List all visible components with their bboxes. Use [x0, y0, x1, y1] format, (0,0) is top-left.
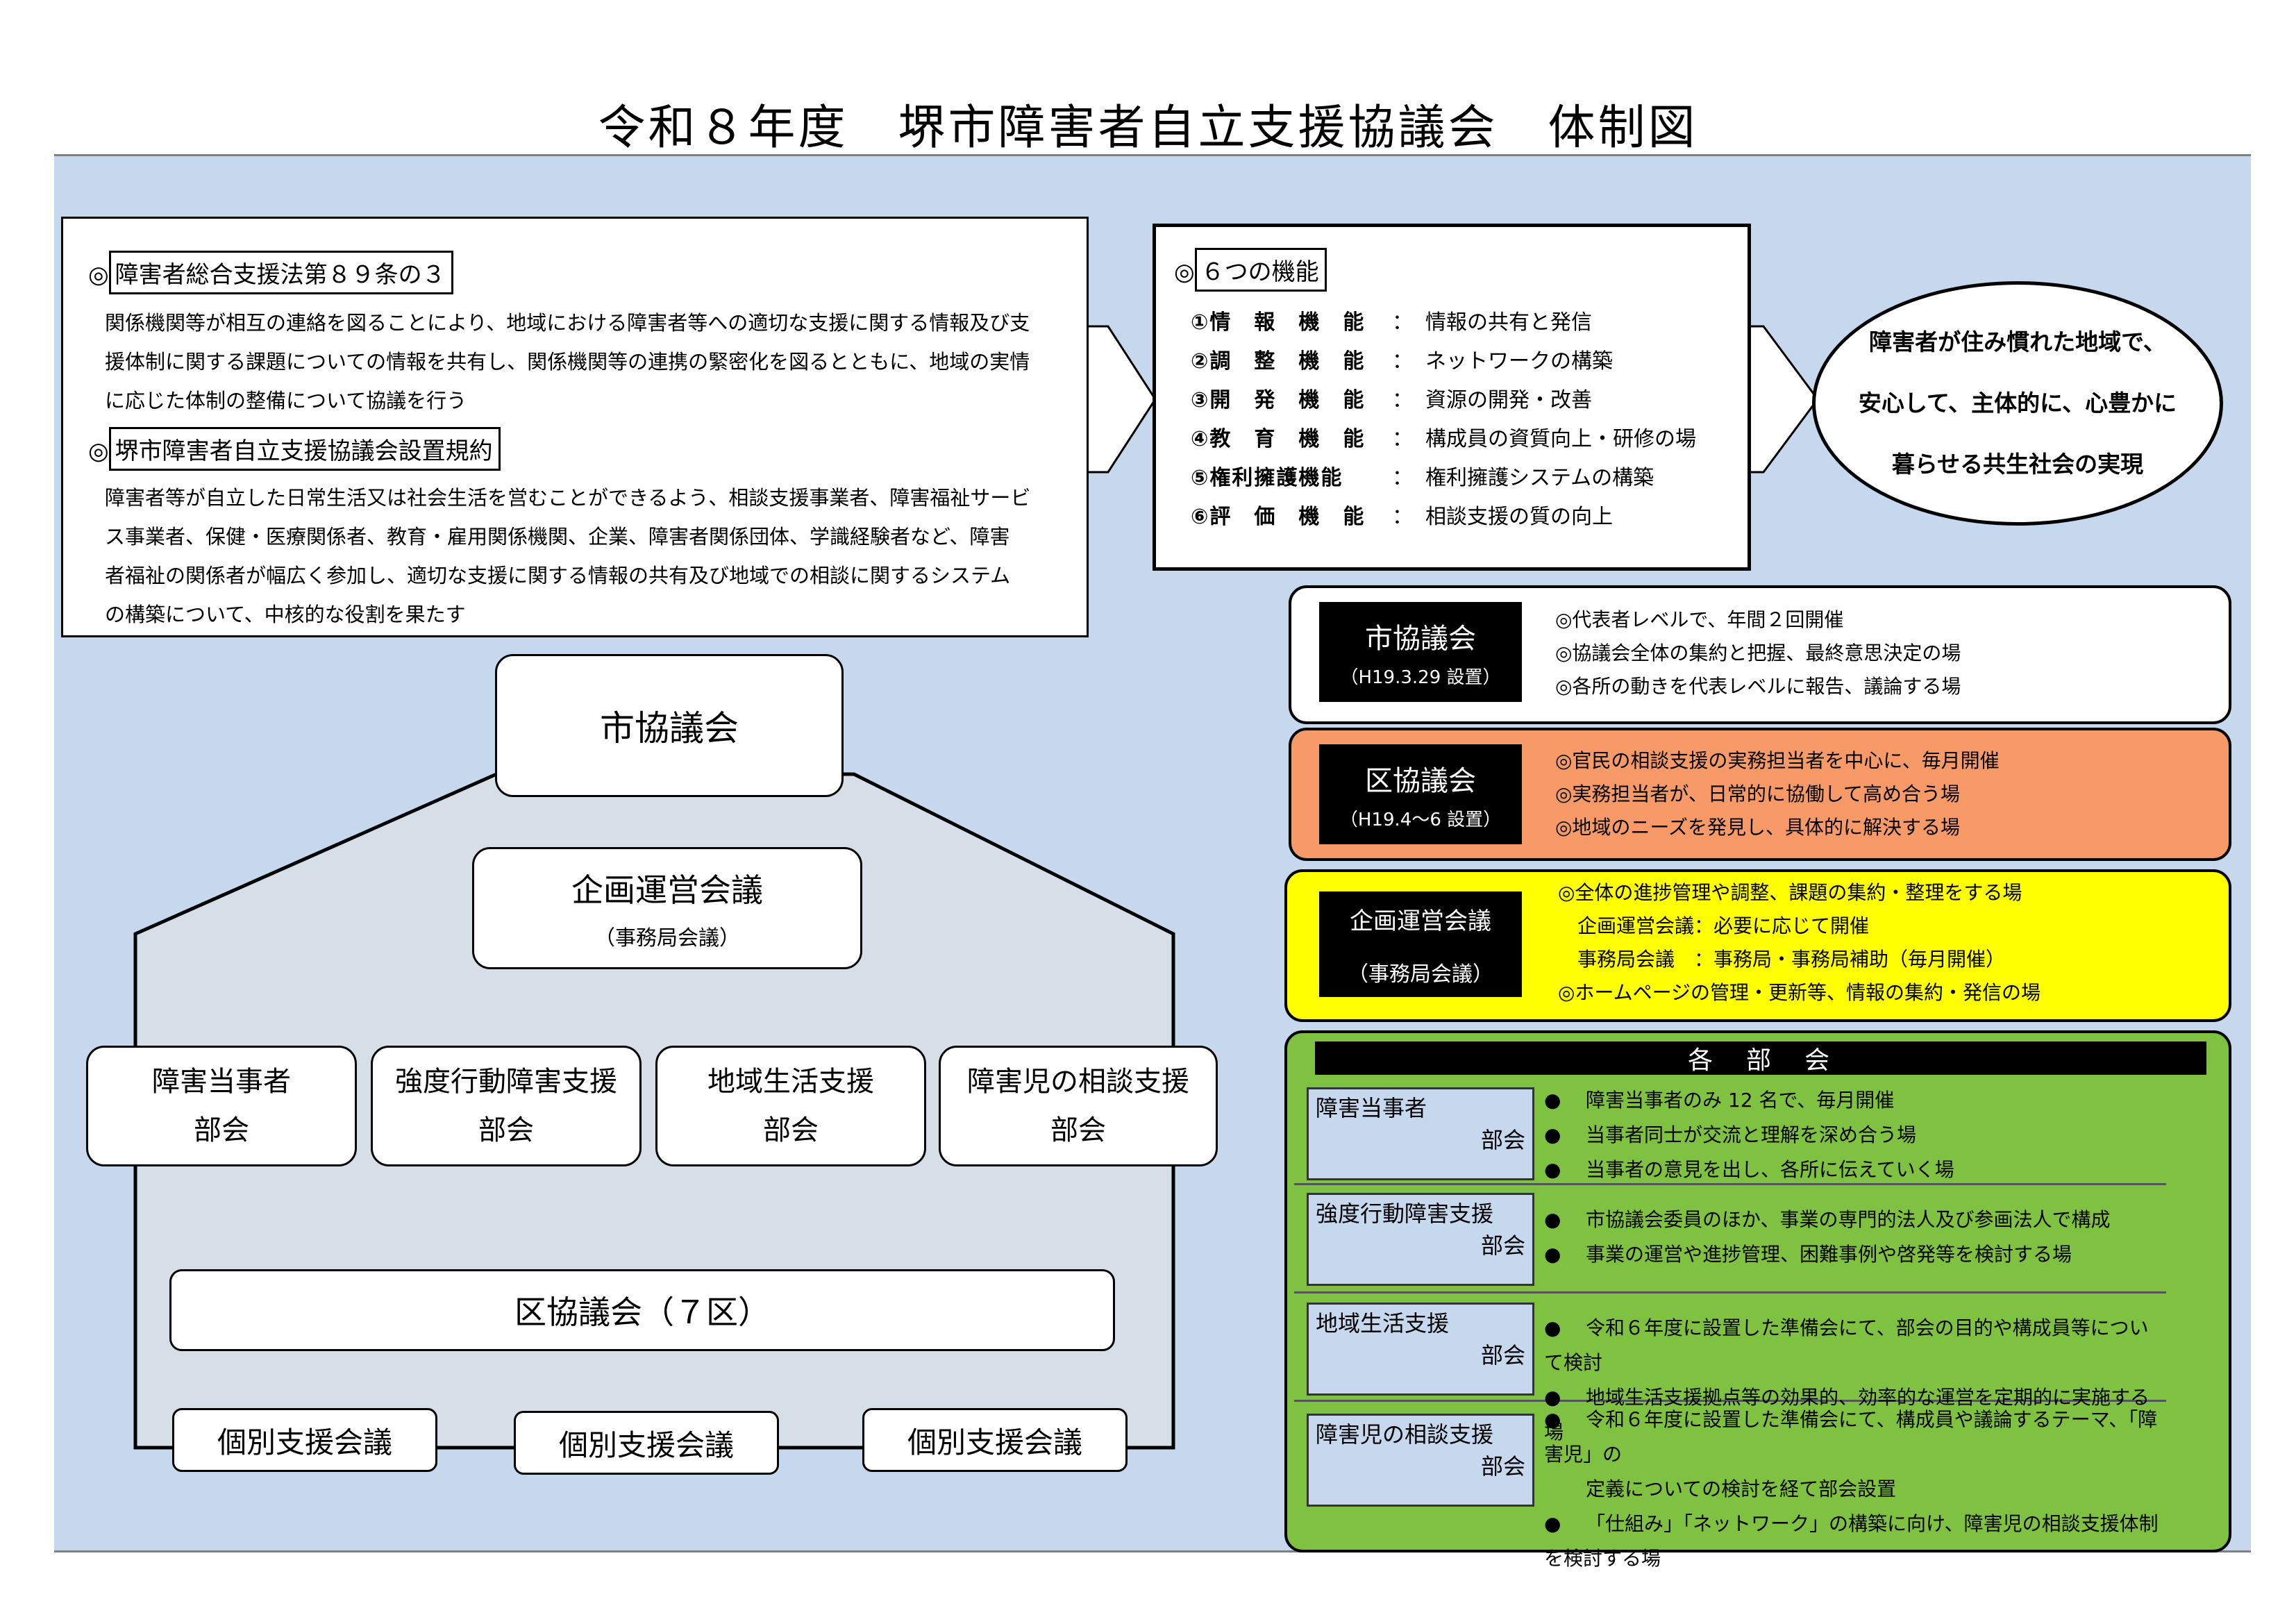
function-item: ②調 整 機 能：ネットワークの構築 — [1191, 349, 1613, 374]
card-ward-notes: ◎官民の相談支援の実務担当者を中心に、毎月開催◎実務担当者が、日常的に協働して高… — [1555, 749, 2000, 839]
function-item: ①情 報 機 能：情報の共有と発信 — [1191, 310, 1592, 335]
function-item: ⑤権利擁護機能：権利擁護システムの構築 — [1191, 466, 1654, 490]
subcommittee-name: 地域生活支援部会 — [1307, 1303, 1534, 1396]
card-ward-label: 区協議会 （H19.4～6 設置） — [1319, 744, 1522, 844]
subcommittee-name: 障害当事者部会 — [1307, 1087, 1534, 1180]
card-planning-meeting: 企画運営会議 （事務局会議） ◎全体の進捗管理や調整、課題の集約・整理をする場 … — [1284, 869, 2231, 1022]
law-box: ◎障害者総合支援法第８９条の３ 関係機関等が相互の連絡を図ることにより、地域にお… — [61, 217, 1089, 637]
card-city-label: 市協議会 （H19.3.29 設置） — [1319, 602, 1522, 702]
structure-individual-meeting: 個別支援会議 — [514, 1411, 779, 1475]
subcommittee-name: 強度行動障害支援部会 — [1307, 1193, 1534, 1286]
subcommittee-row: 障害当事者部会 ●障害当事者のみ 12 名で、毎月開催 ●当事者同士が交流と理解… — [1294, 1075, 2166, 1185]
page-title: 令和８年度 堺市障害者自立支援協議会 体制図 — [598, 101, 1698, 156]
subcommittee-row: 強度行動障害支援部会 ●市協議会委員のほか、事業の専門的法人及び参画法人で構成 … — [1294, 1183, 2166, 1294]
law-text-1: 関係機関等が相互の連絡を図ることにより、地域における障害者等への適切な支援に関す… — [105, 311, 1030, 412]
function-item: ⑥評 価 機 能：相談支援の質の向上 — [1191, 505, 1613, 529]
structure-subcommittee: 障害当事者部会 — [86, 1046, 357, 1166]
structure-individual-meeting: 個別支援会議 — [172, 1408, 437, 1472]
law-heading-1: ◎障害者総合支援法第８９条の３ — [88, 251, 453, 294]
goal-ellipse: 障害者が住み慣れた地域で、 安心して、主体的に、心豊かに 暮らせる共生社会の実現 — [1812, 281, 2223, 526]
card-ward-council: 区協議会 （H19.4～6 設置） ◎官民の相談支援の実務担当者を中心に、毎月開… — [1289, 728, 2231, 861]
card-city-council: 市協議会 （H19.3.29 設置） ◎代表者レベルで、年間２回開催◎協議会全体… — [1289, 585, 2231, 724]
card-planning-notes: ◎全体の進捗管理や調整、課題の集約・整理をする場 企画運営会議：必要に応じて開催… — [1558, 881, 2041, 1004]
card-city-notes: ◎代表者レベルで、年間２回開催◎協議会全体の集約と把握、最終意思決定の場◎各所の… — [1555, 608, 1961, 698]
functions-heading: ◎６つの機能 — [1174, 248, 1327, 292]
subcommittees-header: 各 部 会 — [1315, 1041, 2206, 1075]
subcommittee-name: 障害児の相談支援部会 — [1307, 1414, 1534, 1507]
function-item: ③開 発 機 能：資源の開発・改善 — [1191, 388, 1592, 412]
arrow-functions-to-goal — [1747, 325, 1819, 474]
structure-subcommittee: 強度行動障害支援部会 — [371, 1046, 642, 1166]
card-planning-label: 企画運営会議 （事務局会議） — [1319, 891, 1522, 997]
subcommittee-notes: ●障害当事者のみ 12 名で、毎月開催 ●当事者同士が交流と理解を深め合う場 ●… — [1544, 1089, 1954, 1181]
function-item: ④教 育 機 能：構成員の資質向上・研修の場 — [1191, 427, 1696, 451]
structure-individual-meeting: 個別支援会議 — [862, 1408, 1128, 1472]
subcommittee-notes: ●令和６年度に設置した準備会にて、構成員や議論するテーマ、「障害児」の 定義につ… — [1544, 1408, 2159, 1570]
structure-planning-meeting: 企画運営会議 （事務局会議） — [472, 847, 862, 969]
structure-subcommittee: 地域生活支援部会 — [655, 1046, 926, 1166]
structure-ward-council: 区協議会（７区） — [169, 1269, 1115, 1351]
subcommittee-notes: ●市協議会委員のほか、事業の専門的法人及び参画法人で構成 ●事業の運営や進捗管理… — [1544, 1208, 2111, 1266]
functions-box: ◎６つの機能 ①情 報 機 能：情報の共有と発信 ②調 整 機 能：ネットワーク… — [1153, 224, 1751, 571]
card-subcommittees: 各 部 会 障害当事者部会 ●障害当事者のみ 12 名で、毎月開催 ●当事者同士… — [1284, 1030, 2231, 1570]
law-heading-2: ◎堺市障害者自立支援協議会設置規約 — [88, 427, 501, 471]
structure-subcommittee: 障害児の相談支援部会 — [939, 1046, 1218, 1166]
structure-city-council: 市協議会 — [495, 654, 844, 797]
arrow-law-to-functions — [1086, 325, 1157, 474]
subcommittee-notes: ●令和６年度に設置した準備会にて、部会の目的や構成員等について検討 ●地域生活支… — [1544, 1316, 2150, 1443]
subcommittee-row: 地域生活支援部会 ●令和６年度に設置した準備会にて、部会の目的や構成員等について… — [1294, 1291, 2166, 1443]
subcommittee-row: 障害児の相談支援部会 ●令和６年度に設置した準備会にて、構成員や議論するテーマ、… — [1294, 1400, 2166, 1570]
law-text-2: 障害者等が自立した日常生活又は社会生活を営むことができるよう、相談支援事業者、障… — [105, 486, 1031, 626]
